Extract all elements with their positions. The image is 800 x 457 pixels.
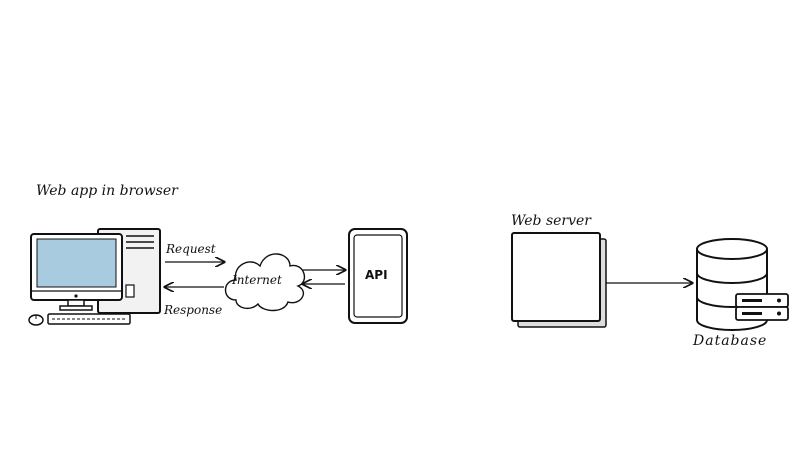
server-rack-icon <box>735 293 789 321</box>
cloud-icon <box>224 253 306 312</box>
desktop-computer-icon <box>28 228 161 326</box>
web-server-box <box>511 232 607 328</box>
browser-label: Web app in browser <box>36 183 178 199</box>
response-label: Response <box>164 303 223 317</box>
api-label: API <box>365 268 388 282</box>
database-label: Database <box>693 333 768 349</box>
database-icon <box>696 238 789 331</box>
computer-screen <box>36 238 117 288</box>
api-device <box>348 228 408 324</box>
web-server-label: Web server <box>511 213 591 229</box>
request-label: Request <box>166 242 216 256</box>
internet-label: Internet <box>232 273 282 287</box>
